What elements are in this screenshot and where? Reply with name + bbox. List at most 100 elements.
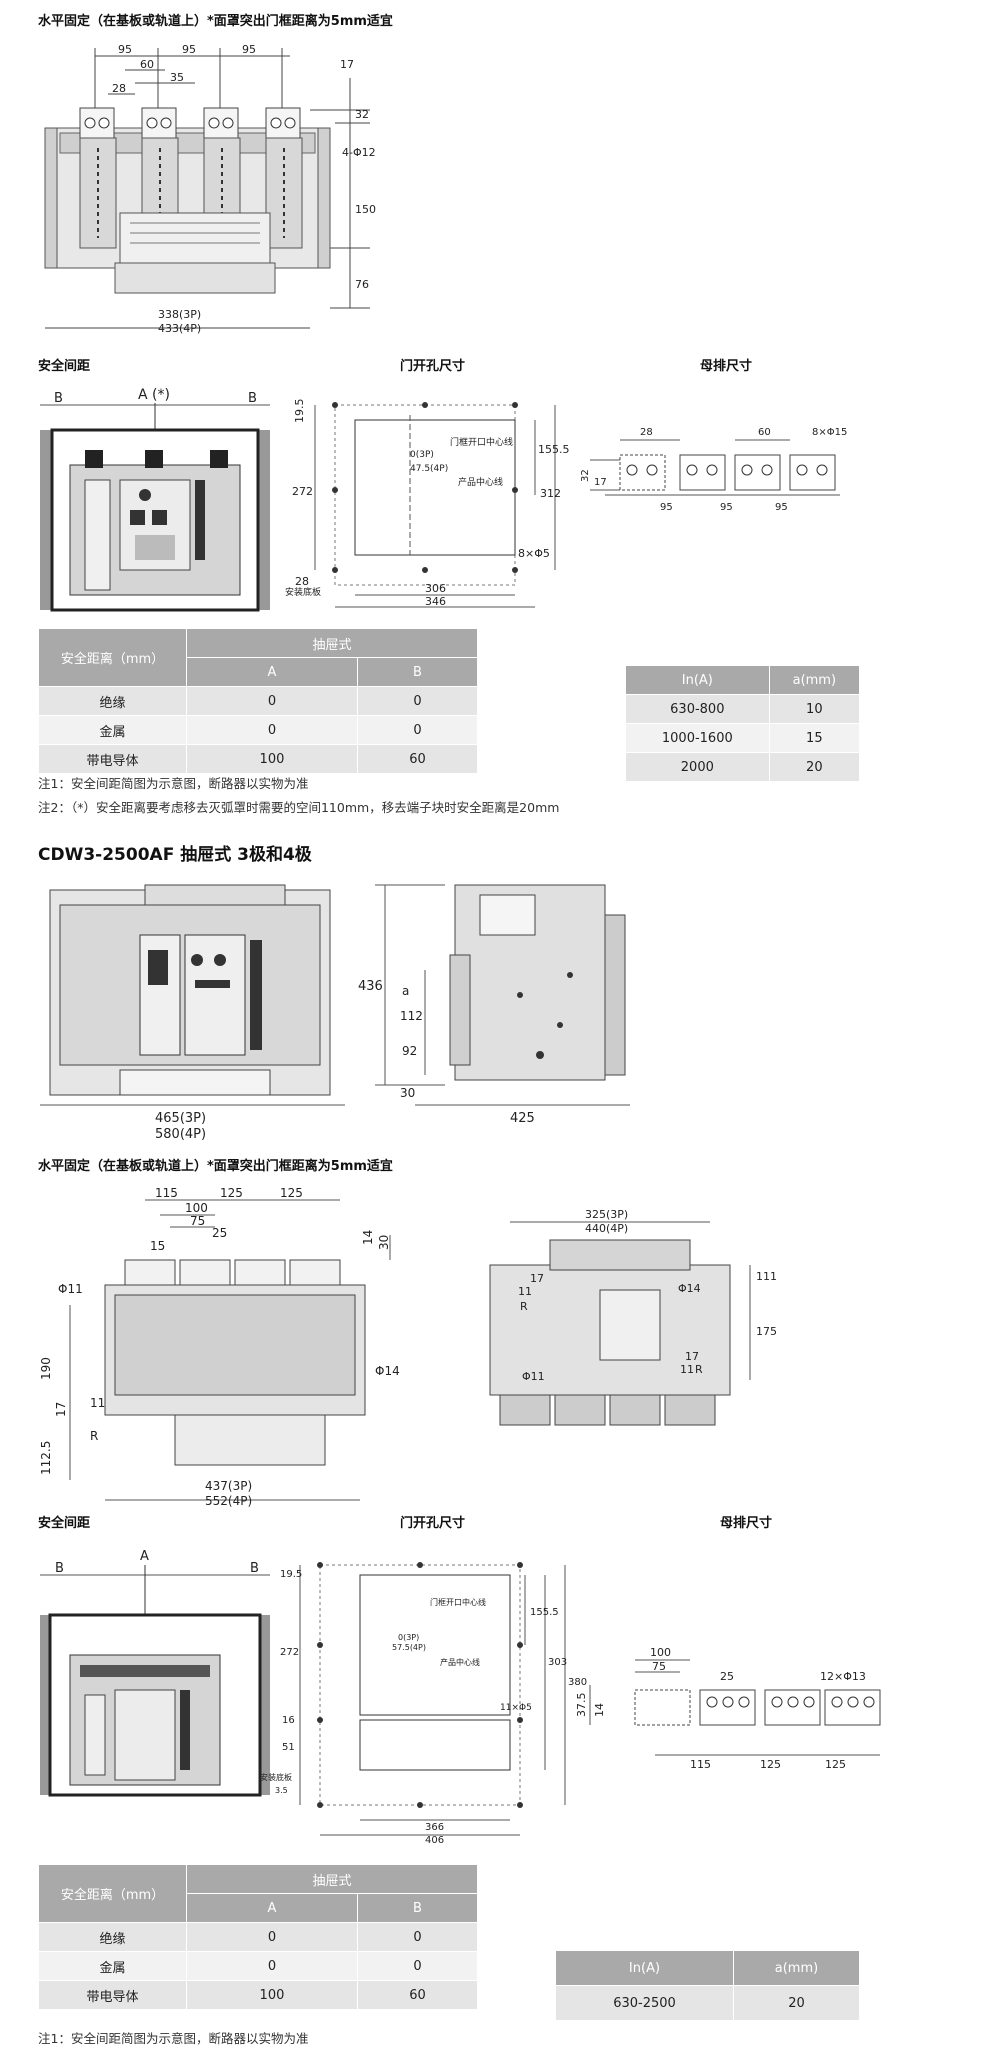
svg-text:28: 28 [295, 575, 309, 588]
svg-text:125: 125 [280, 1186, 303, 1200]
svg-text:16: 16 [282, 1715, 295, 1726]
svg-text:346: 346 [425, 595, 446, 608]
svg-text:4-Φ12: 4-Φ12 [342, 146, 376, 159]
svg-text:100: 100 [185, 1201, 208, 1215]
busbar-title-1: 母排尺寸 [700, 359, 753, 374]
breaker-side-diagram-2: 436 a 112 92 30 425 [358, 884, 630, 1126]
svg-text:95: 95 [720, 502, 733, 513]
svg-text:R: R [90, 1429, 98, 1443]
svg-text:433(4P): 433(4P) [158, 322, 201, 335]
safety-title-3: 安全间距 [38, 1516, 91, 1531]
svg-text:0(3P): 0(3P) [398, 1633, 419, 1642]
note-3: 注1：安全间距简图为示意图，断路器以实物为准 [38, 2031, 309, 2046]
note-1: 注1：安全间距简图为示意图，断路器以实物为准 [38, 776, 309, 791]
svg-text:580(4P): 580(4P) [155, 1127, 206, 1142]
table3-header-left: 安全距离（mm） [38, 1864, 187, 1923]
svg-text:R: R [695, 1363, 703, 1376]
svg-text:A (*): A (*) [138, 387, 170, 403]
svg-text:75: 75 [652, 1660, 666, 1673]
svg-text:465(3P): 465(3P) [155, 1111, 206, 1126]
svg-text:60: 60 [758, 427, 771, 438]
svg-text:安装底板: 安装底板 [285, 586, 321, 598]
svg-text:19.5: 19.5 [280, 1569, 302, 1580]
svg-text:17: 17 [594, 477, 607, 488]
table-row: 630-2500 20 [555, 1985, 861, 2021]
svg-text:8×Φ5: 8×Φ5 [518, 547, 550, 560]
svg-text:92: 92 [402, 1044, 417, 1058]
current-table-3: In(A) a(mm) 630-2500 20 [555, 1950, 861, 2021]
table-row: 金属 0 0 [38, 1951, 479, 1981]
svg-text:37.5: 37.5 [575, 1693, 588, 1718]
safety-title-1: 安全间距 [38, 359, 91, 374]
svg-text:28: 28 [640, 427, 653, 438]
busbar-title-3: 母排尺寸 [720, 1516, 773, 1531]
svg-text:51: 51 [282, 1742, 295, 1753]
svg-text:产品中心线: 产品中心线 [458, 476, 503, 488]
svg-text:35: 35 [170, 71, 184, 84]
svg-text:3.5: 3.5 [275, 1786, 288, 1795]
svg-text:552(4P): 552(4P) [205, 1494, 252, 1508]
mount-title-1: 水平固定（在基板或轨道上）*面罩突出门框距离为5mm适宜 [38, 14, 393, 29]
svg-text:17: 17 [685, 1350, 699, 1363]
svg-text:Φ14: Φ14 [375, 1364, 400, 1378]
door-title-3: 门开孔尺寸 [400, 1516, 466, 1531]
svg-text:100: 100 [650, 1646, 671, 1659]
table-row: 1000-1600 15 [625, 723, 861, 753]
table2-h1: In(A) [625, 665, 770, 695]
svg-text:Φ11: Φ11 [522, 1370, 545, 1383]
svg-text:Φ11: Φ11 [58, 1282, 83, 1296]
svg-text:B: B [250, 1561, 259, 1576]
svg-text:155.5: 155.5 [530, 1607, 559, 1618]
safety-clearance-diagram-1: B B A (*) [40, 387, 270, 612]
table4-h1: In(A) [555, 1950, 734, 1986]
table3-header-group: 抽屉式 [186, 1864, 478, 1894]
breaker-front-diagram-2: 465(3P) 580(4P) [40, 884, 345, 1142]
table1-col-b: B [356, 657, 479, 687]
table3-col-b: B [356, 1893, 479, 1923]
svg-text:25: 25 [212, 1226, 227, 1240]
table1-header-left: 安全距离（mm） [38, 628, 187, 687]
svg-text:30: 30 [400, 1086, 415, 1100]
svg-text:门框开口中心线: 门框开口中心线 [430, 1597, 486, 1607]
svg-text:60: 60 [140, 58, 154, 71]
svg-text:95: 95 [242, 43, 256, 56]
safety-distance-table-1: 安全距离（mm） 抽屉式 A B 绝缘 0 0 金属 0 0 带电导体 100 … [38, 628, 479, 774]
svg-text:366: 366 [425, 1822, 444, 1833]
current-table-1: In(A) a(mm) 630-800 10 1000-1600 15 2000… [625, 665, 861, 782]
svg-text:57.5(4P): 57.5(4P) [392, 1643, 426, 1652]
svg-text:a: a [402, 984, 409, 998]
table2-h2: a(mm) [768, 665, 861, 695]
svg-text:25: 25 [720, 1670, 734, 1683]
svg-text:112.5: 112.5 [39, 1441, 53, 1475]
svg-text:B: B [248, 391, 257, 406]
svg-text:95: 95 [775, 502, 788, 513]
svg-text:30: 30 [377, 1235, 391, 1250]
svg-text:11×Φ5: 11×Φ5 [500, 1703, 532, 1713]
door-title-1: 门开孔尺寸 [400, 359, 466, 374]
svg-text:8×Φ15: 8×Φ15 [812, 427, 847, 438]
svg-text:115: 115 [155, 1186, 178, 1200]
svg-text:75: 75 [190, 1214, 205, 1228]
svg-text:12×Φ13: 12×Φ13 [820, 1670, 866, 1683]
svg-text:425: 425 [510, 1111, 535, 1126]
svg-text:303: 303 [548, 1657, 567, 1668]
svg-text:436: 436 [358, 979, 383, 994]
svg-text:B: B [54, 391, 63, 406]
table-row: 带电导体 100 60 [38, 744, 479, 774]
safety-distance-table-3: 安全距离（mm） 抽屉式 A B 绝缘 0 0 金属 0 0 带电导体 100 … [38, 1864, 479, 2010]
svg-text:155.5: 155.5 [538, 443, 570, 456]
svg-text:95: 95 [182, 43, 196, 56]
note-2: 注2：（*）安全距离要考虑移去灭弧罩时需要的空间110mm，移去端子块时安全距离… [38, 800, 560, 815]
svg-text:76: 76 [355, 278, 369, 291]
svg-text:272: 272 [292, 485, 313, 498]
table1-col-a: A [186, 657, 358, 687]
svg-text:安装底板: 安装底板 [260, 1772, 292, 1782]
table-row: 绝缘 0 0 [38, 686, 479, 716]
svg-text:125: 125 [760, 1758, 781, 1771]
section-title-cdw3-2500: CDW3-2500AF 抽屉式 3极和4极 [38, 845, 312, 865]
svg-text:15: 15 [150, 1239, 165, 1253]
svg-text:11: 11 [90, 1396, 105, 1410]
svg-text:17: 17 [530, 1272, 544, 1285]
